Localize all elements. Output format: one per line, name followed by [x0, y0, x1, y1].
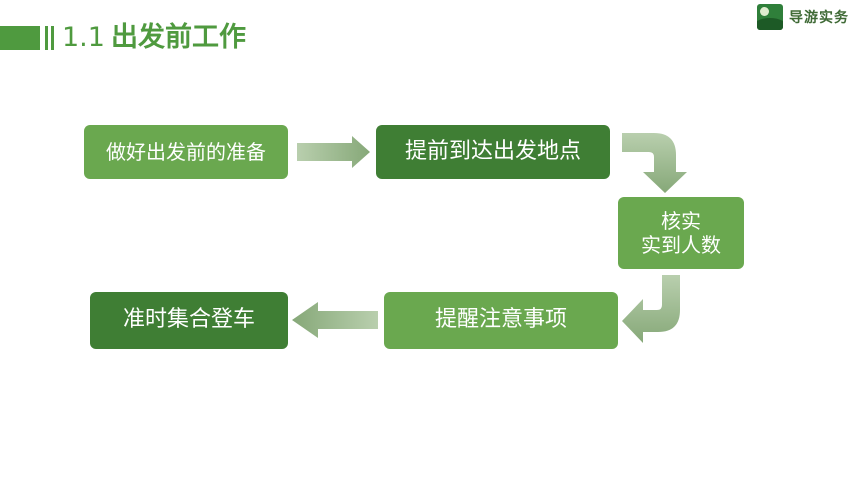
header-accent-stripe [45, 26, 48, 50]
header-accent-bar [0, 26, 40, 50]
section-title: 出发前工作 [110, 22, 246, 53]
header-accent-stripe [51, 26, 54, 50]
arrow-right [297, 136, 370, 168]
step-board-on-time: 准时集合登车 [90, 292, 288, 349]
arrow-left [292, 302, 378, 338]
brand-logo: 导游实务 [757, 4, 849, 30]
step-verify-line1: 核实 [661, 209, 701, 233]
step-arrive-early-at-departure-point: 提前到达出发地点 [376, 125, 610, 179]
step-remind-precautions: 提醒注意事项 [384, 292, 618, 349]
landscape-logo-icon [757, 4, 783, 30]
section-number: 1.1 [62, 22, 105, 53]
step-verify-line2: 实到人数 [641, 233, 721, 257]
logo-text: 导游实务 [789, 10, 849, 26]
step-prepare-before-departure: 做好出发前的准备 [84, 125, 288, 179]
step-verify-headcount: 核实 实到人数 [618, 197, 744, 269]
arrow-bend-left [622, 275, 680, 343]
arrow-bend-down [622, 133, 687, 193]
